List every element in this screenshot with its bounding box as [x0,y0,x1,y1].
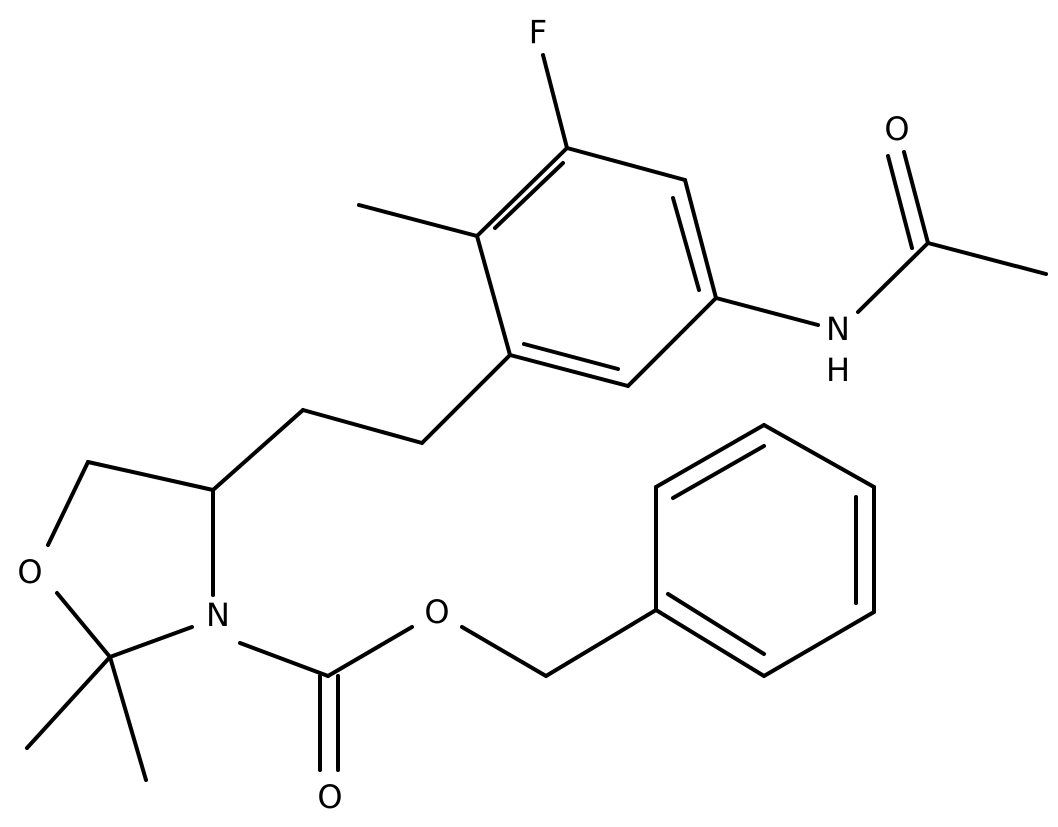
bond [86,460,215,492]
bond [626,296,718,388]
atom-ester-oxygen: O [424,593,449,631]
bond [654,608,766,678]
bond-gem-methyl-1 [25,655,112,750]
bond [55,591,112,659]
ethyl-linker [211,353,512,492]
bond-ester-o-ch2 [460,625,548,678]
oxazolidine-ring [25,460,215,782]
atom-labels: F O N H O N O O [17,13,909,816]
bond-ch2-phenyl [544,608,658,678]
bond-c-n-amide [714,296,820,327]
bond [565,146,687,182]
bond [508,353,630,388]
carbamate-group [238,608,658,772]
bond [420,353,512,445]
bond [762,423,876,489]
aryl-substituents [357,53,820,327]
bond-c-f [541,53,569,150]
atom-ring-nitrogen: N [206,596,230,634]
bond-double-inner [671,444,766,500]
atom-acetyl-oxygen: O [884,110,909,148]
atom-amide-nitrogen: N [826,310,850,348]
bond [683,178,718,300]
bond [654,423,766,489]
aryl-ring [475,146,718,388]
benzyl-phenyl-ring [654,423,876,678]
atom-ring-oxygen: O [17,553,42,591]
atom-fluorine: F [529,13,547,51]
bond-double-inner [666,592,766,656]
bond [762,610,876,678]
bond [46,460,90,547]
bond-acetyl-methyl [926,241,1048,276]
bond-gem-methyl-2 [108,655,148,782]
bond-carbonyl-o-double [886,154,914,250]
bond [108,625,194,659]
bond-double-inner [671,196,701,292]
bond [301,408,424,445]
atom-amide-hydrogen: H [826,351,850,389]
bond-n-carbonyl [238,641,330,678]
bond-double-inner [493,161,565,230]
acetamide-group [856,150,1048,314]
bond-methyl [357,203,479,238]
bond-carbonyl-o [902,150,930,245]
bond-n-carbonyl [856,241,930,314]
bond [475,234,512,357]
bond [211,408,305,492]
bond-double-inner [522,342,620,371]
bond [475,146,569,238]
bond-carbonyl-ester-o [326,625,414,678]
atom-carbamate-oxygen: O [317,778,342,816]
